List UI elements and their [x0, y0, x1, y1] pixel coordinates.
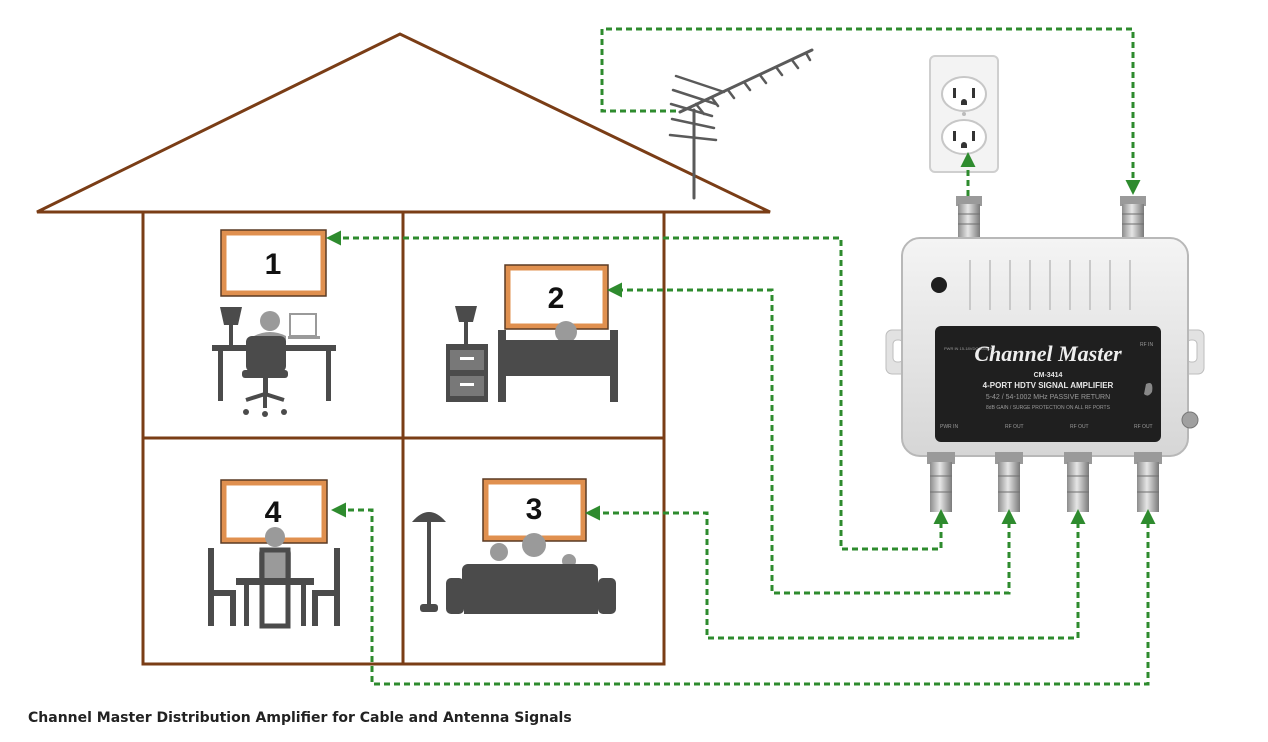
output-1-to-tv-1-wire	[326, 230, 949, 551]
output-connector-2	[995, 452, 1023, 512]
antenna-to-rf-in-wire	[600, 27, 1141, 195]
amplifier-rf-out-label-2: RF OUT	[1070, 424, 1089, 430]
antenna	[668, 48, 814, 200]
amplifier-brand: Channel Master	[974, 341, 1122, 366]
output-connector-4	[1134, 452, 1162, 512]
power-input-connector	[956, 196, 982, 240]
wall-outlet	[929, 55, 999, 173]
amplifier: Channel Master CM-3414 4-PORT HDTV SIGNA…	[885, 196, 1205, 512]
tv-1	[221, 230, 326, 296]
output-connector-1	[927, 452, 955, 512]
tv-3-number: 3	[526, 493, 543, 526]
amplifier-rf-out-label-1: RF OUT	[1005, 424, 1024, 430]
amplifier-model: CM-3414	[1034, 372, 1063, 379]
house-roof	[36, 32, 771, 214]
room-2: 2	[446, 264, 618, 402]
output-connector-3	[1064, 452, 1092, 512]
amplifier-rf-in-label: RF IN	[1140, 342, 1153, 348]
signal-wires	[326, 27, 1156, 686]
amplifier-power-label: PWR IN 15-18VDC 300mA	[944, 346, 992, 351]
tv-2-number: 2	[548, 282, 565, 315]
amplifier-frequency: 5-42 / 54-1002 MHz PASSIVE RETURN	[986, 394, 1110, 401]
output-4-to-tv-4-wire	[331, 502, 1156, 686]
figure-caption: Channel Master Distribution Amplifier fo…	[28, 710, 572, 726]
power-led	[931, 277, 947, 293]
amplifier-title: 4-PORT HDTV SIGNAL AMPLIFIER	[983, 381, 1114, 390]
dining-figure-icon	[208, 527, 340, 629]
house	[36, 32, 771, 666]
amplifier-rf-out-label-3: RF OUT	[1134, 424, 1153, 430]
amplifier-pwr-in-label: PWR IN	[940, 424, 958, 430]
office-figure-icon	[212, 307, 336, 417]
room-1: 1	[212, 229, 336, 417]
output-2-to-tv-2-wire	[607, 282, 1017, 595]
tv-1-number: 1	[265, 248, 282, 281]
room-4: 4	[208, 479, 340, 629]
tv-4-number: 4	[265, 496, 282, 529]
amplifier-note: 8dB GAIN / SURGE PROTECTION ON ALL RF PO…	[986, 405, 1111, 411]
output-3-to-tv-3-wire	[585, 505, 1086, 640]
living-room-figure-icon	[412, 512, 616, 614]
room-3: 3	[412, 478, 616, 614]
rf-input-connector	[1120, 196, 1146, 240]
